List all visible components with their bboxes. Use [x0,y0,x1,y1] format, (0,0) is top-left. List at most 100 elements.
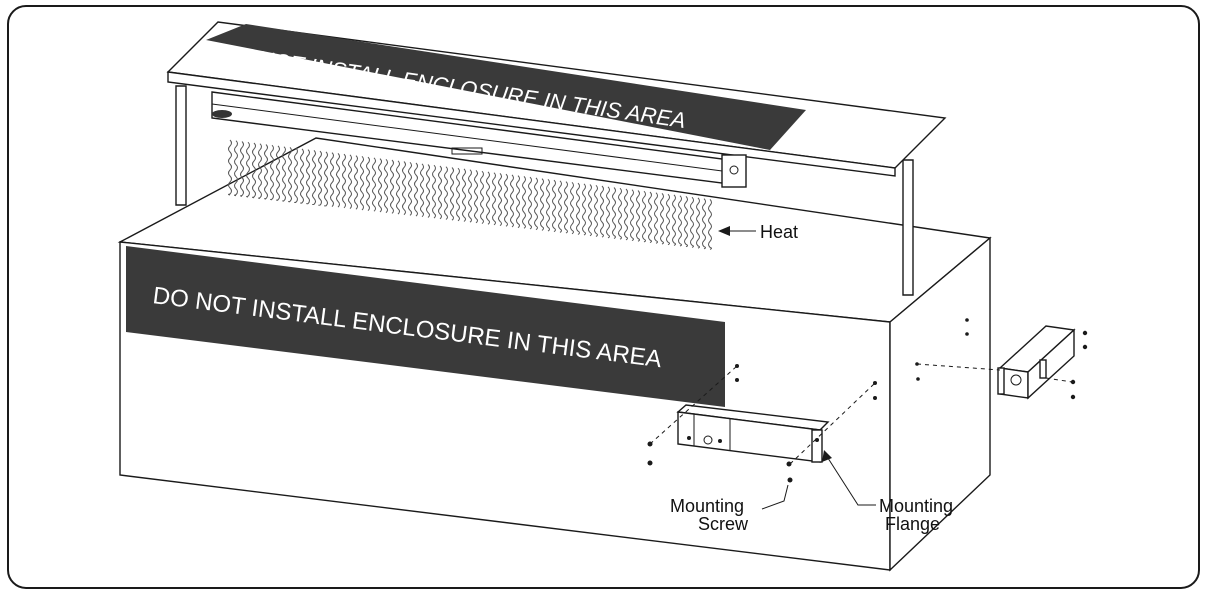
heat-wave [366,156,370,211]
heat-wave [534,177,538,231]
heat-callout: Heat [718,222,798,242]
heat-wave [606,186,610,239]
heat-wave [678,195,682,247]
heat-wave [276,145,280,201]
side-wall-hole-1 [915,362,919,366]
heat-wave [582,183,586,236]
heat-wave [456,167,460,222]
mounting-flange [811,429,823,463]
heat-wave [552,179,556,233]
heat-wave [696,197,700,249]
heat-wave [600,185,604,238]
heat-wave [360,155,364,211]
heat-wave [660,193,664,245]
heater-logo [212,110,232,118]
heat-wave [300,148,304,204]
heat-wave [630,189,634,242]
heat-wave [636,190,640,242]
heat-wave [372,157,376,212]
heat-wave [570,181,574,235]
side-enclosure [915,318,1088,400]
heat-wave [444,166,448,220]
heat-wave [468,169,472,223]
heat-wave [234,140,238,197]
heat-wave [564,181,568,234]
heat-wave [246,141,250,198]
heat-wave [498,173,502,227]
heat-wave [450,167,454,221]
front-enclosure [647,364,877,483]
heat-wave [702,198,706,250]
heat-wave [288,147,292,203]
heat-wave [618,187,622,240]
heat-wave [672,194,676,246]
heat-wave [354,155,358,210]
heat-wave [240,141,244,197]
heat-wave [654,192,658,244]
heat-wave [666,193,670,246]
screw-4 [787,477,793,483]
mounting-screw-label-line2: Screw [698,514,749,534]
heat-wave [414,162,418,217]
shelf-plate-edge [167,71,896,177]
heat-wave [336,153,340,208]
align-line-2 [789,382,876,465]
side-wall-hole-4 [965,332,969,336]
heat-wave [462,168,466,222]
heat-wave [486,171,490,225]
heater-label-plate [451,147,483,155]
heat-wave [432,164,436,219]
heat-wave [420,163,424,218]
heat-wave [324,151,328,207]
heat-arrow-head [718,226,730,236]
heat-wave [228,139,232,196]
wall-hole-2 [735,378,739,382]
side-wall-hole-2 [916,377,920,381]
heat-wave [378,158,382,213]
flange-leader-line [825,454,876,506]
heat-wave [612,187,616,239]
heat-wave [306,149,310,205]
side-enclosure-knockout [1010,374,1022,386]
front-warning-panel [126,246,725,407]
heat-waves [228,139,712,250]
heat-wave [330,152,334,207]
side-enclosure-side [1027,328,1075,400]
side-screw-2 [1082,344,1088,350]
flange-hole [815,438,819,442]
heat-wave [708,199,712,250]
heat-wave [528,176,532,230]
heat-label: Heat [760,222,798,242]
align-line-1 [649,365,738,445]
wall-hole-4 [873,396,877,400]
heat-wave [342,153,346,209]
heater-end-screw [729,165,739,175]
heat-wave [252,142,256,199]
heat-wave [318,150,322,206]
heat-wave [282,146,286,202]
side-screw-4 [1070,394,1076,400]
heat-wave [588,184,592,237]
heat-wave [438,165,442,220]
front-enclosure-hole-2 [718,439,722,443]
shelf-left-leg [175,85,187,206]
heat-wave [390,159,394,214]
heat-wave [312,150,316,205]
heat-wave [546,178,550,232]
heat-wave [408,161,412,216]
wall-hole-3 [873,381,877,385]
align-line-3 [916,363,1001,371]
heat-wave [294,147,298,203]
heat-wave [258,143,262,199]
heat-wave [522,176,526,229]
mounting-screw-label-line1: Mounting [670,496,744,516]
top-warning-panel [206,24,806,150]
heat-wave [690,196,694,248]
heat-wave [348,154,352,209]
heat-wave [474,170,478,224]
heat-wave [510,174,514,228]
side-wall-hole-3 [965,318,969,322]
side-screw-1 [1082,330,1088,336]
heat-wave [594,184,598,237]
